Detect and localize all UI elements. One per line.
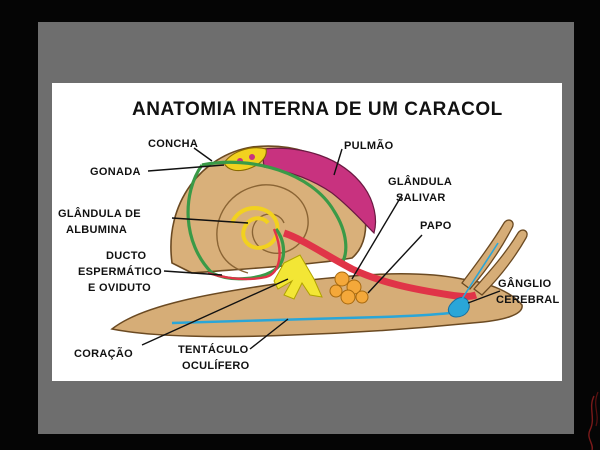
label-ducto-1: DUCTO	[106, 250, 147, 262]
label-tentaculo-2: OCULÍFERO	[182, 359, 250, 372]
snail-anatomy-diagram: ANATOMIA INTERNA DE UM CARACOL	[58, 99, 560, 372]
diagram-panel: ANATOMIA INTERNA DE UM CARACOL	[52, 83, 562, 381]
label-glandula-albumina-2: ALBUMINA	[66, 224, 127, 236]
label-ganglio-1: GÂNGLIO	[498, 277, 552, 290]
nerve-cord	[171, 311, 451, 325]
label-glandula-salivar-1: GLÂNDULA	[388, 175, 452, 188]
label-glandula-albumina-1: GLÂNDULA DE	[58, 207, 141, 220]
label-tentaculo-1: TENTÁCULO	[178, 343, 249, 356]
lung	[261, 147, 377, 235]
optic-nerve	[461, 242, 499, 300]
tentacle-long-lower	[473, 229, 528, 296]
albumin-gland	[230, 206, 280, 250]
label-concha: CONCHA	[148, 138, 198, 150]
diagram-title: ANATOMIA INTERNA DE UM CARACOL	[132, 99, 503, 120]
label-ducto-2: ESPERMÁTICO	[78, 265, 162, 278]
label-pulmao: PULMÃO	[344, 139, 394, 152]
corner-decoration	[588, 391, 599, 450]
tentacle-long-upper	[461, 219, 514, 290]
label-coracao: CORAÇÃO	[74, 347, 133, 360]
label-papo: PAPO	[420, 220, 452, 232]
heart	[273, 254, 323, 300]
label-ganglio-2: CEREBRAL	[496, 294, 560, 306]
sperm-duct	[207, 228, 281, 281]
label-gonada: GONADA	[90, 166, 141, 178]
label-ducto-3: E OVIDUTO	[88, 282, 151, 294]
leader-lines	[141, 147, 501, 350]
gonad-spot	[249, 154, 255, 160]
salivary-gland	[329, 271, 369, 305]
label-glandula-salivar-2: SALIVAR	[396, 192, 446, 204]
cerebral-ganglion	[447, 297, 470, 318]
